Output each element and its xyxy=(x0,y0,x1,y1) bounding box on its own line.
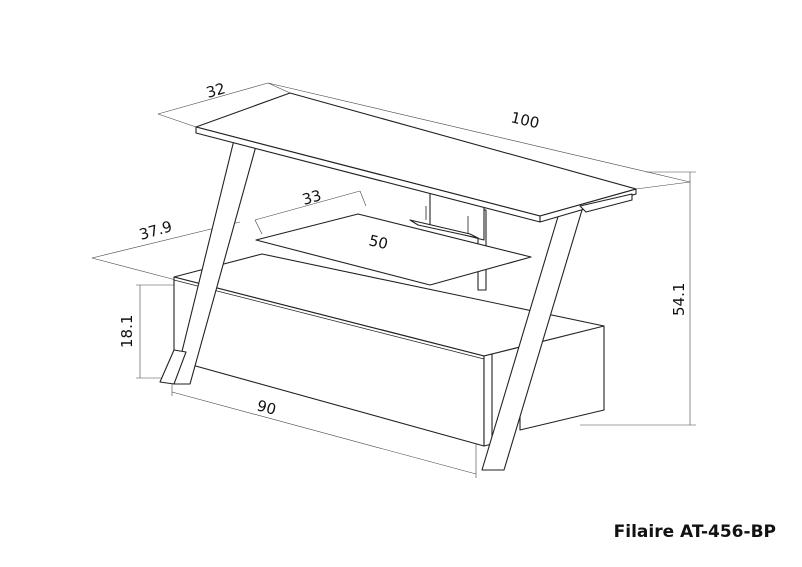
dim-total-height: 54.1 xyxy=(670,283,688,316)
glass-shelf xyxy=(255,213,532,286)
tv-stand-illustration xyxy=(159,92,637,471)
dim-base-width: 90 xyxy=(255,396,278,418)
drawer-end xyxy=(483,353,493,447)
model-caption: Filaire AT-456-BP xyxy=(613,522,776,542)
dim-width-top: 100 xyxy=(509,108,541,132)
shelf-bracket xyxy=(409,219,479,239)
dim-depth-base: 37.9 xyxy=(137,217,174,244)
table-top xyxy=(195,92,637,217)
dim-shelf-width: 50 xyxy=(367,231,390,253)
dim-drawer-height: 18.1 xyxy=(118,315,136,348)
top-bracket xyxy=(579,193,633,213)
dim-depth-top: 32 xyxy=(204,79,227,102)
dim-shelf-depth: 33 xyxy=(300,186,323,209)
left-leg-foot xyxy=(159,349,187,385)
